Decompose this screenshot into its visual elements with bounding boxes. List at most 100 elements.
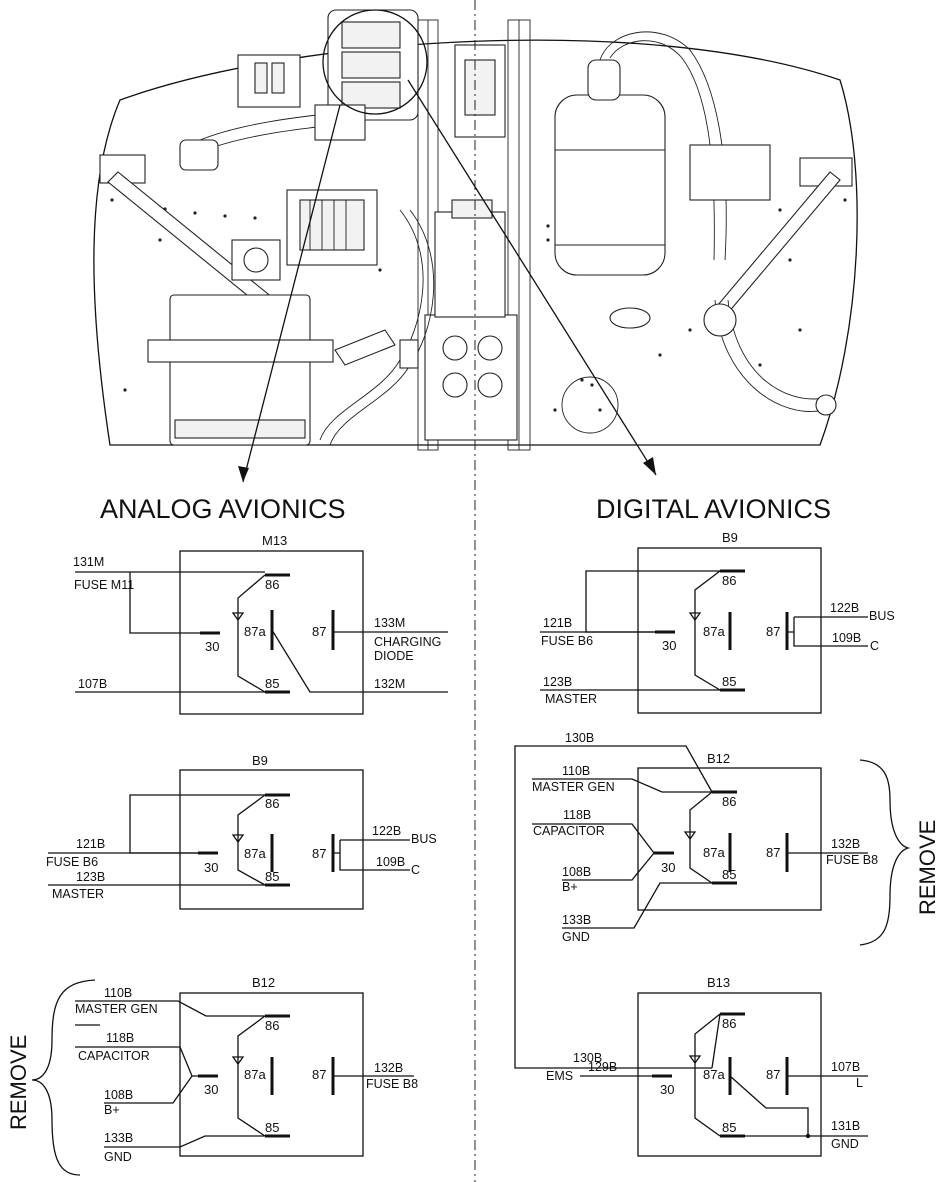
label-bplus: B+ [562,880,578,894]
right-plate [689,144,771,201]
small-relay-pair [237,54,301,108]
wire-122b: 122B [830,601,859,615]
pin-86: 86 [265,577,279,592]
pin-87a: 87a [244,624,266,639]
dashed-hole [561,376,619,434]
wire-123b: 123B [543,675,572,689]
label-gnd: GND [831,1137,859,1151]
digital-relay-b12: B12 86 87a 87 30 85 130B 110B MASTER GEN… [514,731,937,1069]
relay-title: M13 [262,533,287,548]
fitting-center [399,339,419,369]
ring-fitting [609,307,651,329]
label-master-gen: MASTER GEN [75,1002,158,1016]
pin-30: 30 [205,639,219,654]
relay-box [637,992,822,1157]
relay-title: B9 [722,530,738,545]
wire-118b: 118B [563,808,591,822]
wire-109b: 109B [832,631,861,645]
wire-131b: 131B [831,1119,860,1133]
label-capacitor: CAPACITOR [533,824,605,838]
outlet-fitting [815,394,837,416]
wire-110b: 110B [562,764,590,778]
leader-line-digital [407,79,657,476]
label-c: C [870,639,879,653]
pin-85: 85 [265,1120,279,1135]
wire-133b: 133B [562,913,591,927]
pin-86: 86 [722,794,736,809]
leader-line-analog [242,104,341,483]
label-fuse-b8: FUSE B8 [366,1077,418,1091]
relay-box [637,767,822,911]
battery [169,294,311,446]
label-remove: REMOVE [6,1035,31,1130]
digital-relay-b13: B13 86 87a 87 30 85 130B EMS 129B 107B L… [546,975,868,1157]
wire-122b: 122B [372,824,401,838]
label-bplus: B+ [104,1103,120,1117]
label-charging: CHARGING [374,635,441,649]
arrowhead-digital [643,457,656,475]
master-relay-box [424,314,518,441]
wire-109b: 109B [376,855,405,869]
wire-108b: 108B [562,865,591,879]
analog-relay-m13: M13 86 87a 87 30 85 131M FUSE M11 107B 1… [73,533,448,715]
label-master: MASTER [52,887,104,901]
relay-box [179,992,364,1157]
wire-130b: 130B [565,731,594,745]
wire-130b: 130B [573,1051,602,1065]
label-fuse-b8: FUSE B8 [826,853,878,867]
pin-85: 85 [722,1120,736,1135]
callout-circle [322,9,428,115]
pin-85: 85 [722,867,736,882]
analog-relay-b12: B12 86 87a 87 30 85 110B MASTER GEN 118B… [6,975,418,1176]
pin-87: 87 [766,624,780,639]
wire-132b: 132B [831,837,860,851]
label-l: L [856,1076,863,1090]
valve-right [703,303,737,337]
relay-title: B12 [252,975,275,990]
wire-133m: 133M [374,616,405,630]
pin-85: 85 [722,674,736,689]
label-master-gen: MASTER GEN [532,780,615,794]
wire-132b: 132B [374,1061,403,1075]
pin-85: 85 [265,869,279,884]
pin-87: 87 [312,624,326,639]
label-ems: EMS [546,1069,573,1083]
wire-123b: 123B [76,870,105,884]
pin-87: 87 [766,1067,780,1082]
analog-relay-b9: B9 86 87a 87 30 85 121B FUSE B6 123B MAS… [46,753,437,910]
battery-strap [147,339,334,363]
pin-87a: 87a [244,1067,266,1082]
relay-box [637,547,822,714]
remove-brace [31,979,96,1176]
label-gnd: GND [562,930,590,944]
pin-87a: 87a [703,1067,725,1082]
label-bus: BUS [869,609,895,623]
left-valve [179,139,219,171]
pin-87: 87 [312,1067,326,1082]
solenoid [314,104,366,141]
relay-title: B13 [707,975,730,990]
relay-title: B12 [707,751,730,766]
label-capacitor: CAPACITOR [78,1049,150,1063]
label-fuse-b6: FUSE B6 [46,855,98,869]
label-fuse-m11: FUSE M11 [74,578,134,592]
wire-107b: 107B [831,1060,860,1074]
fitting-left [334,329,396,366]
heading-digital-avionics: DIGITAL AVIONICS [596,494,831,524]
heading-analog-avionics: ANALOG AVIONICS [100,494,346,524]
wire-121b: 121B [76,837,105,851]
label-bus: BUS [411,832,437,846]
pin-86: 86 [722,1016,736,1031]
pin-30: 30 [204,860,218,875]
firewall-outline [93,39,858,446]
engine-compartment-illustration [93,9,858,451]
starter-contactor [434,211,506,318]
pin-87a: 87a [703,845,725,860]
wire-133b: 133B [104,1131,133,1145]
wire-132m: 132M [374,677,405,691]
remove-brace [859,759,911,946]
pin-30: 30 [662,638,676,653]
pin-86: 86 [265,796,279,811]
pin-30: 30 [661,860,675,875]
